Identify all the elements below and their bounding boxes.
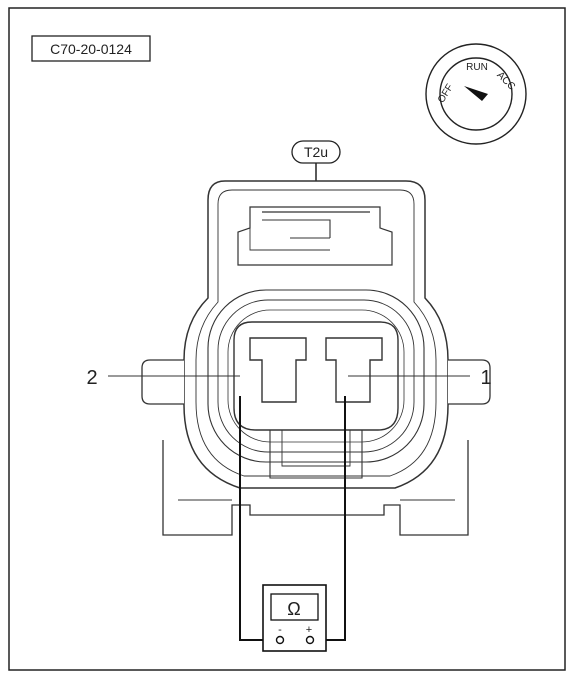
- terminal-pin-2: [249, 337, 307, 403]
- meter-positive-label: +: [306, 624, 312, 636]
- diagram-border: [8, 7, 566, 671]
- pin-label-2: 2: [86, 367, 97, 389]
- ignition-switch-icon: OFF RUN ACC: [425, 43, 527, 145]
- figure-code: C70-20-0124: [50, 41, 132, 57]
- ohm-symbol: Ω: [287, 599, 300, 619]
- ohmmeter: Ω - +: [262, 584, 327, 652]
- figure-code-box: [31, 35, 151, 62]
- connector-tag: T2u: [304, 144, 328, 160]
- ignition-label-run: RUN: [466, 62, 488, 73]
- pin-label-1: 1: [480, 367, 491, 389]
- connector-body: [141, 180, 491, 536]
- meter-positive-terminal: [305, 635, 315, 645]
- meter-negative-label: -: [278, 624, 282, 636]
- ignition-pointer: [464, 86, 488, 101]
- meter-negative-terminal: [275, 635, 285, 645]
- terminal-pin-1: [325, 337, 383, 403]
